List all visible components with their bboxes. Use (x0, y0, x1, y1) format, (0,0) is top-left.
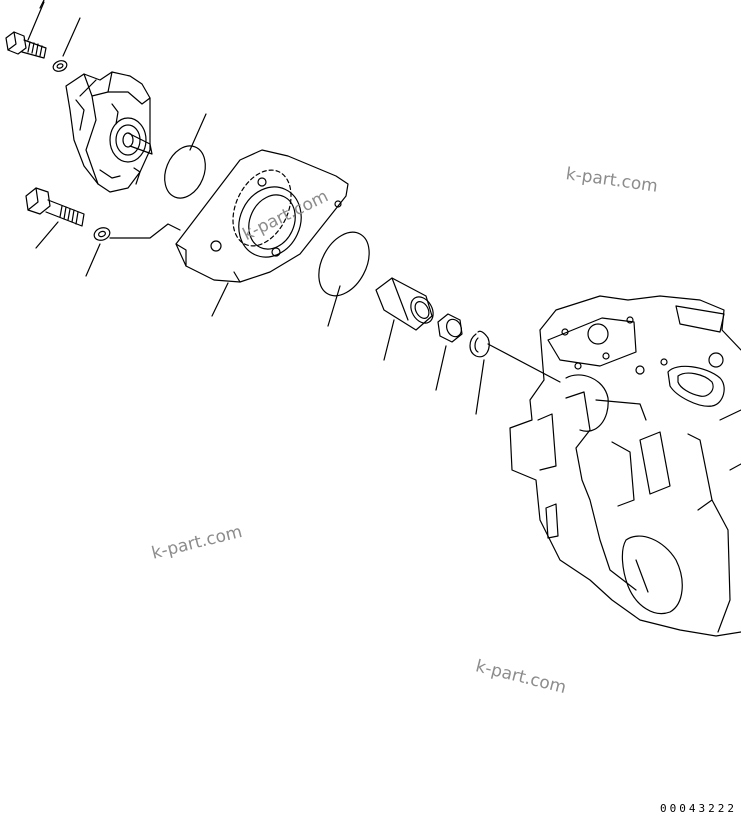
bolt-top (5, 31, 47, 59)
pin (437, 313, 463, 343)
washer-middle (93, 227, 111, 241)
flange-housing (175, 149, 349, 283)
leader-lines (27, 0, 561, 415)
drawing-code: 00043222 (660, 802, 737, 815)
gear-pump (65, 71, 153, 193)
snap-ring (469, 330, 490, 358)
o-ring-2 (318, 231, 370, 297)
bolt-middle (25, 187, 85, 227)
washer-top (52, 60, 68, 72)
bushing (375, 277, 434, 331)
o-ring-1 (164, 145, 206, 199)
main-housing (509, 295, 741, 637)
